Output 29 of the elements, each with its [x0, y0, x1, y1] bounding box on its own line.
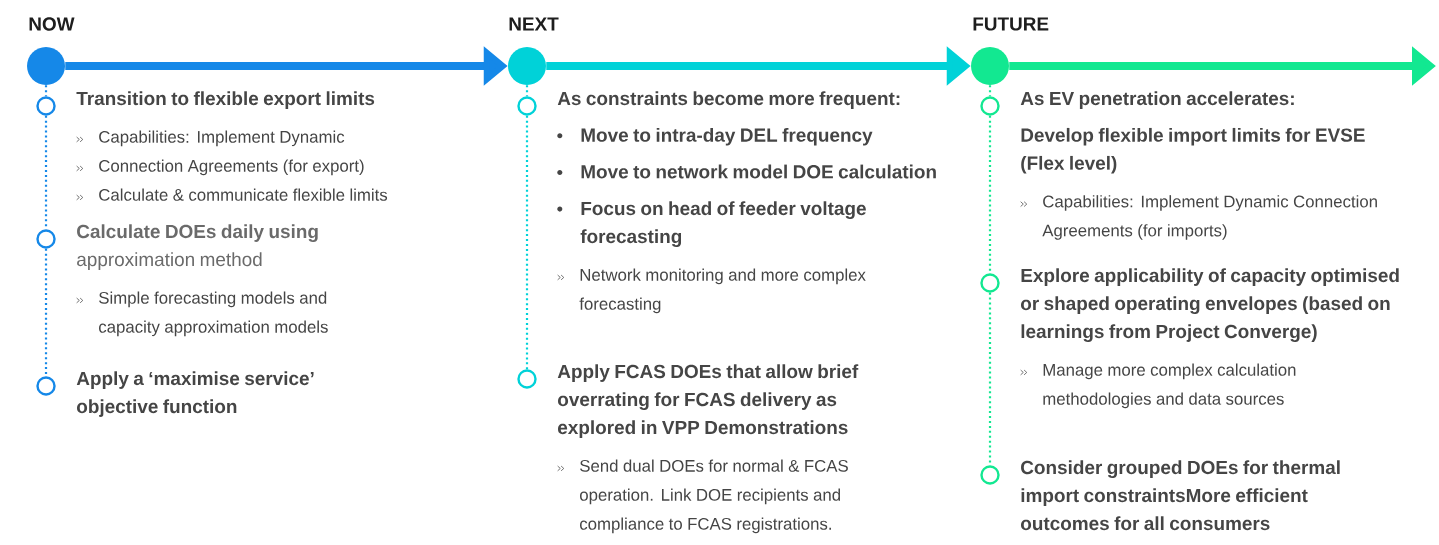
item-heading: Calculate DOEs daily using approximation method	[77, 224, 318, 270]
bullet-item: Focus on head of feeder voltage forecasting	[557, 201, 866, 247]
item-heading: Develop flexible import limits for EVSE (Flex level)	[1021, 127, 1365, 174]
item-heading: Transition to flexible export limits	[76, 91, 375, 109]
phase-heading: NEXT	[509, 17, 559, 31]
phase-heading: FUTURE	[973, 17, 1049, 31]
sub-bullet-item: Capabilities: Implement Dynamic Connection Agreements (for imports)	[1020, 195, 1377, 240]
item-heading: Explore applicability of capacity optimised or shaped operating envelopes (based on learnings from Project Converge)	[1021, 268, 1399, 342]
sub-bullet-item: Manage more complex calculation methodologies and data sources	[1020, 363, 1296, 409]
dotted-connector	[525, 115, 529, 370]
dotted-connector	[988, 115, 992, 274]
item-heading: Apply FCAS DOEs that allow brief overrating for FCAS delivery as explored in VPP Demonstrations	[557, 364, 859, 438]
phase-heading: NOW	[29, 17, 75, 31]
dotted-connector	[44, 85, 48, 97]
dotted-connector	[988, 85, 992, 97]
item-heading: As constraints become more frequent:	[557, 91, 900, 109]
bullet-item: Move to intra-day DEL frequency	[557, 127, 873, 146]
sub-bullet-item: Calculate & communicate flexible limits	[76, 188, 388, 201]
sub-bullet-item: Connection Agreements (for export)	[76, 159, 364, 176]
bullet-item: Move to network model DOE calculation	[557, 164, 936, 179]
item-heading: Consider grouped DOEs for thermal import constraintsMore efficient outcomes for all consumers	[1021, 460, 1340, 531]
sub-bullet-item: Simple forecasting models and capacity approximation models	[76, 291, 328, 337]
sub-bullet-item: Send dual DOEs for normal & FCAS operation. Link DOE recipients and compliance to FCAS registrations.	[557, 459, 848, 534]
dotted-connector	[44, 248, 48, 377]
item-heading: As EV penetration accelerates:	[1020, 91, 1294, 109]
item-heading: Apply a ‘maximise service’ objective function	[76, 371, 314, 417]
dotted-connector	[525, 85, 529, 97]
sub-bullet-item: Capabilities: Implement Dynamic	[76, 130, 345, 147]
sub-bullet-item: Network monitoring and more complex forecasting	[557, 268, 866, 314]
